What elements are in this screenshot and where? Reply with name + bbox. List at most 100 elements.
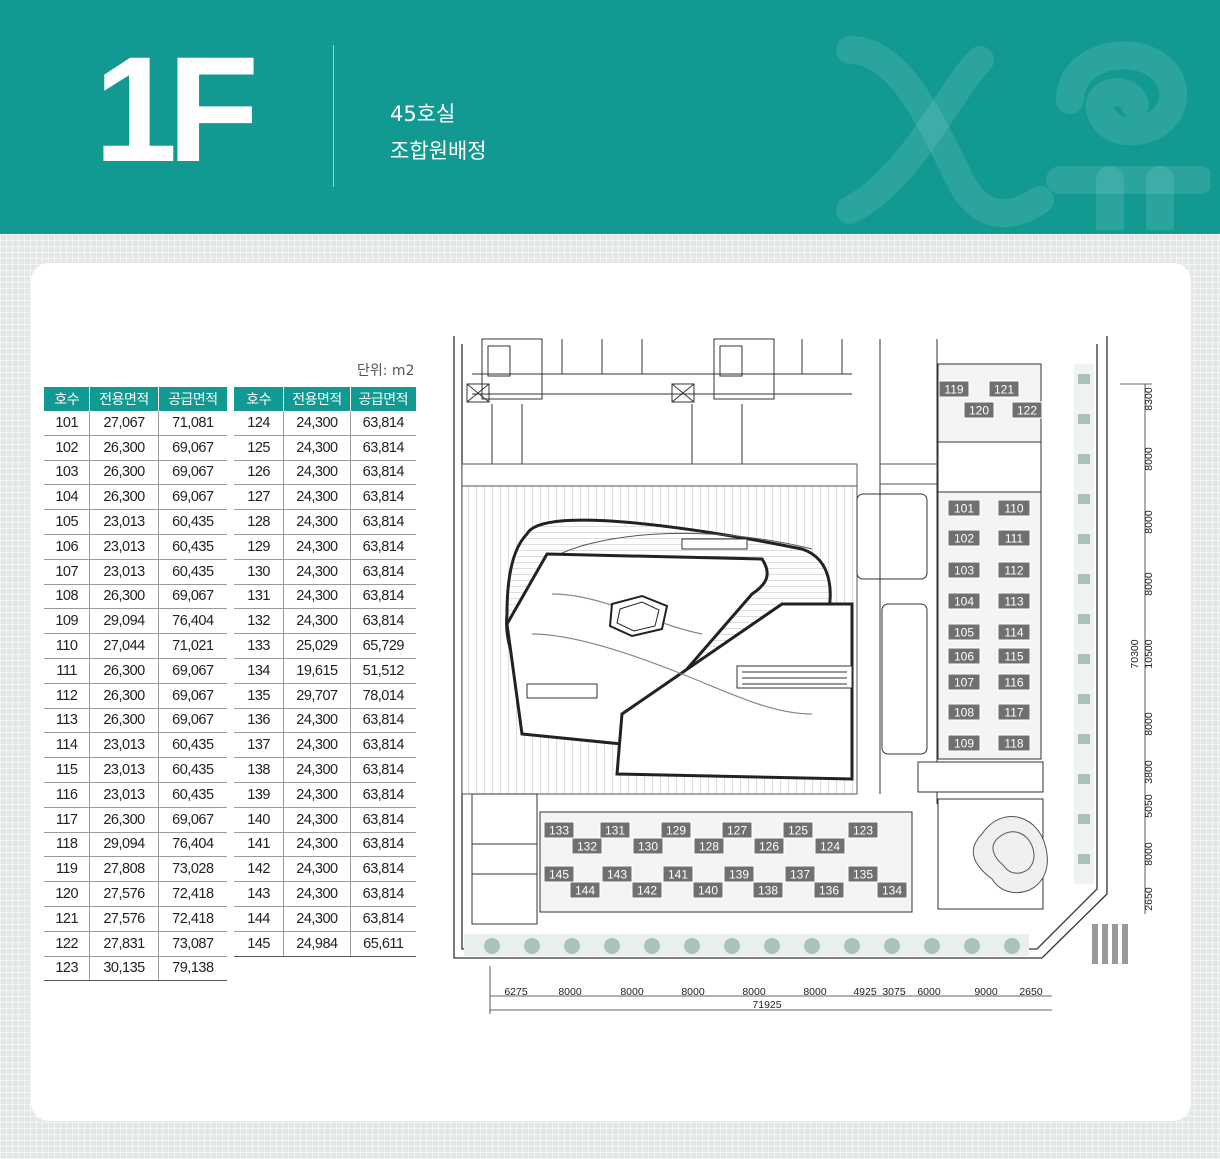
exclusive-area: 27,831	[89, 931, 159, 957]
dimension-label: 8000	[620, 986, 644, 998]
supply-area: 60,435	[157, 757, 227, 783]
unit-box	[947, 703, 981, 721]
dimension-label: 8000	[1143, 447, 1152, 471]
exclusive-area: 27,044	[89, 633, 159, 659]
unit-label-140: 140	[698, 884, 718, 898]
unit-label-106: 106	[954, 650, 974, 664]
unit-box	[753, 837, 785, 855]
exclusive-area: 24,300	[283, 484, 351, 511]
unit-box	[997, 734, 1031, 752]
unit-label-107: 107	[954, 676, 974, 690]
unit-box	[543, 821, 575, 839]
dimension-label: 8000	[1143, 572, 1152, 596]
unit-box	[601, 865, 633, 883]
supply-area: 63,814	[349, 708, 416, 734]
unit-label-135: 135	[853, 868, 873, 882]
exclusive-area: 29,094	[89, 832, 159, 858]
col-header-supply: 공급면적	[157, 387, 227, 411]
unit-box	[784, 865, 816, 883]
unit-box	[947, 499, 981, 517]
exclusive-area: 19,615	[283, 658, 351, 684]
unit-label: 단위: m2	[357, 363, 415, 379]
unit-box	[569, 881, 601, 899]
unit-box	[947, 673, 981, 691]
unit-box	[847, 865, 879, 883]
unit-label-139: 139	[729, 868, 749, 882]
dimension-label: 8000	[1143, 510, 1152, 534]
unit-box	[813, 881, 845, 899]
unit-number: 118	[44, 832, 90, 858]
unit-label-134: 134	[882, 884, 902, 898]
exclusive-area: 26,300	[89, 435, 159, 461]
exclusive-area: 24,300	[283, 807, 351, 833]
unit-box	[1011, 401, 1043, 419]
exclusive-area: 27,576	[89, 881, 159, 907]
unit-label-104: 104	[954, 595, 974, 609]
unit-number: 103	[44, 460, 90, 486]
unit-number: 129	[234, 534, 284, 560]
supply-area: 65,611	[349, 931, 416, 957]
header-divider	[333, 45, 334, 187]
supply-area: 63,814	[349, 435, 416, 461]
unit-number: 143	[234, 881, 284, 907]
unit-box	[662, 865, 694, 883]
unit-label-115: 115	[1004, 650, 1023, 664]
logo-watermark-icon	[836, 36, 1210, 230]
exclusive-area: 24,300	[283, 708, 351, 734]
unit-box	[947, 623, 981, 641]
unit-label-124: 124	[820, 840, 840, 854]
exclusive-area: 29,707	[283, 683, 351, 709]
unit-label-121: 121	[994, 383, 1014, 397]
dimension-label: 2650	[1143, 887, 1152, 911]
supply-area: 69,067	[157, 460, 227, 486]
exclusive-area: 26,300	[89, 683, 159, 709]
exclusive-area: 24,300	[283, 608, 351, 635]
supply-area: 51,512	[349, 658, 416, 684]
unit-label-125: 125	[788, 824, 808, 838]
exclusive-area: 25,029	[283, 633, 351, 659]
unit-label-102: 102	[954, 532, 974, 546]
unit-label-114: 114	[1004, 626, 1023, 640]
unit-number: 141	[234, 832, 284, 858]
unit-box	[997, 673, 1031, 691]
supply-area: 69,067	[157, 708, 227, 734]
unit-label-144: 144	[575, 884, 595, 898]
unit-label-105: 105	[954, 626, 974, 640]
unit-box	[938, 380, 970, 398]
unit-number: 145	[234, 931, 284, 957]
unit-number: 101	[44, 411, 90, 436]
unit-label-119: 119	[944, 383, 963, 397]
unit-number: 122	[44, 931, 90, 957]
unit-label-129: 129	[666, 824, 686, 838]
unit-box	[997, 623, 1031, 641]
supply-area: 63,814	[349, 608, 416, 635]
unit-label-117: 117	[1004, 706, 1023, 720]
unit-number: 128	[234, 509, 284, 535]
unit-number: 117	[44, 807, 90, 833]
dimension-label: 8300	[1143, 387, 1152, 411]
unit-label-112: 112	[1004, 564, 1023, 578]
unit-label-123: 123	[853, 824, 873, 838]
unit-number: 130	[234, 559, 284, 585]
exclusive-area: 24,300	[283, 460, 351, 486]
exclusive-area: 26,300	[89, 484, 159, 511]
col-header-exclusive: 전용면적	[283, 387, 351, 411]
floor-title: 1F	[94, 25, 259, 193]
exclusive-area: 27,808	[89, 856, 159, 883]
